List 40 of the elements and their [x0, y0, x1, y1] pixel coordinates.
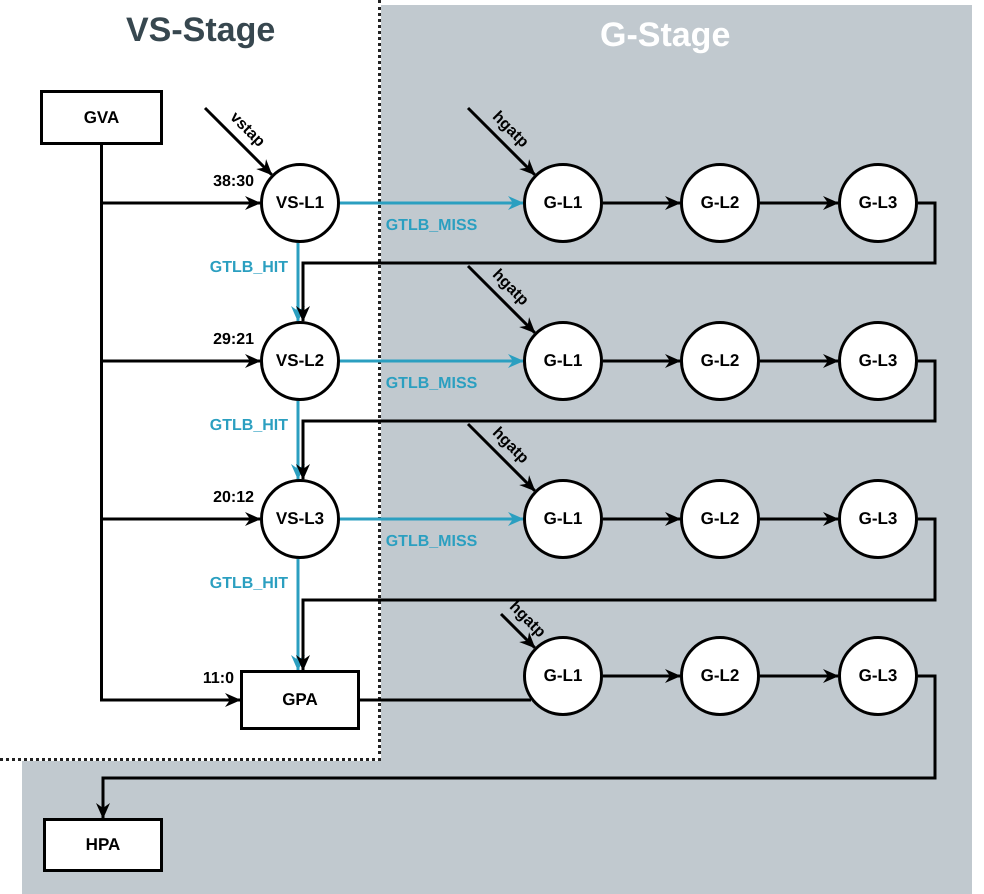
stage-title: G-Stage [600, 15, 730, 56]
address-box: GPA [240, 670, 360, 730]
arrow [603, 512, 681, 526]
arrow [760, 512, 839, 526]
arrow [204, 106, 273, 176]
arrow [760, 196, 839, 210]
arrow [603, 196, 681, 210]
arrow [296, 202, 936, 322]
arrow [291, 559, 305, 671]
arrow [603, 354, 681, 368]
edge-label: 11:0 [202, 670, 234, 688]
arrow [603, 669, 681, 683]
edge-label: GTLB_MISS [384, 217, 478, 235]
arrow [340, 354, 524, 368]
arrow [291, 401, 305, 480]
arrow [760, 354, 839, 368]
edge-label: 38:30 [212, 173, 254, 191]
arrow [466, 422, 536, 492]
edge-label: 20:12 [212, 489, 254, 507]
edge-label: GTLB_HIT [208, 259, 288, 277]
arrow [296, 518, 936, 671]
arrow [760, 669, 839, 683]
stage-title: VS-Stage [126, 10, 276, 51]
arrow [291, 243, 305, 322]
connector-line [360, 698, 531, 702]
arrow [96, 674, 936, 819]
arrow [340, 196, 524, 210]
arrow [500, 612, 536, 649]
arrow [340, 512, 524, 526]
address-box: GVA [40, 90, 163, 145]
address-box: HPA [43, 818, 163, 872]
arrow [296, 360, 936, 480]
edge-label: 29:21 [212, 331, 254, 349]
arrow [466, 106, 536, 176]
edge-label: GTLB_MISS [384, 533, 478, 551]
edge-label: GTLB_HIT [208, 575, 288, 593]
arrow [466, 264, 536, 334]
edge-label: GTLB_MISS [384, 375, 478, 393]
stage-region [0, 0, 381, 761]
edge-label: GTLB_HIT [208, 417, 288, 435]
